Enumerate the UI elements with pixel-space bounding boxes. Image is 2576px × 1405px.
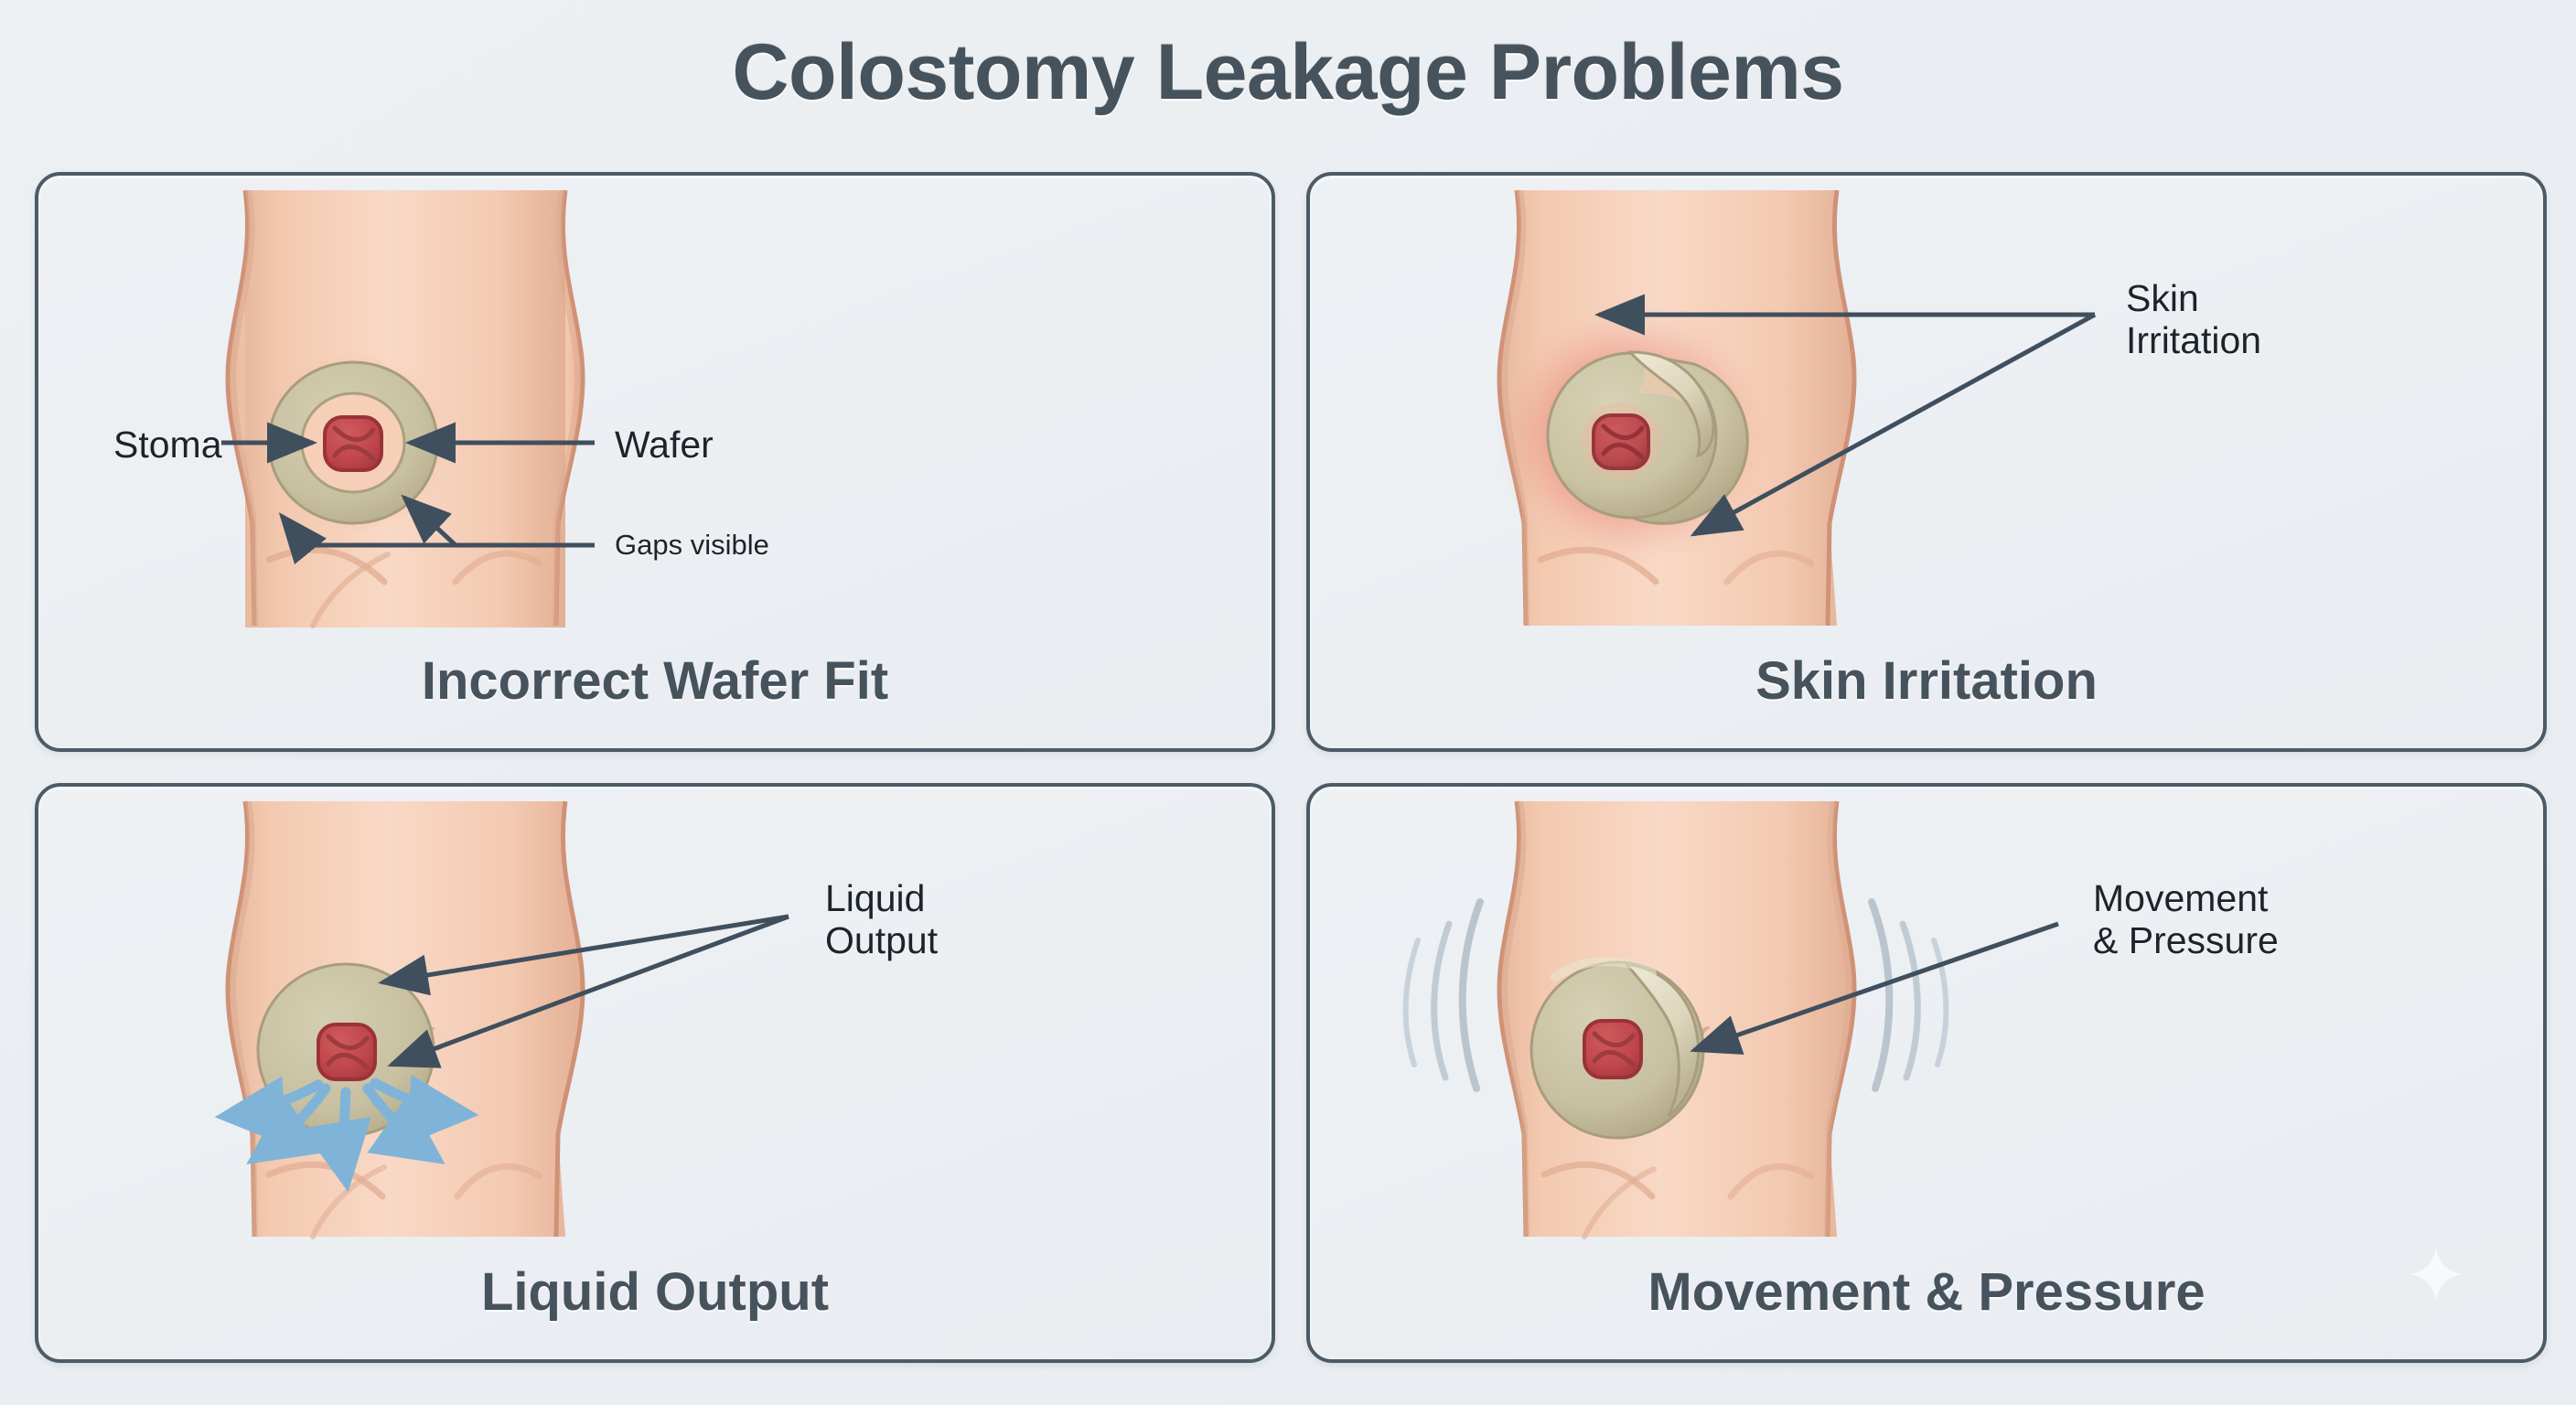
label-movement-pressure: Movement & Pressure [2093, 877, 2279, 961]
liquid-leak-arrows [214, 1074, 479, 1193]
arrow-gaps-left [278, 512, 327, 564]
arrow-irritation-lower [1690, 312, 2097, 537]
label-wafer: Wafer [615, 424, 714, 466]
wafer-shifted [1530, 956, 1705, 1140]
wafer-and-stoma [258, 351, 448, 534]
motion-line-left-2 [1431, 920, 1453, 1081]
leak-arrow-5 [370, 1074, 479, 1145]
illustration-liquid-output [214, 800, 789, 1239]
leak-arrow-3 [301, 1087, 371, 1193]
panel-incorrect-wafer-fit: Stoma Wafer Gaps visible Incorrect Wafer… [35, 172, 1275, 752]
label-skin-irritation: Skin Irritation [2126, 277, 2262, 361]
panel-skin-irritation: Skin Irritation Skin Irritation [1306, 172, 2547, 752]
arrow-liquid-lower [387, 914, 789, 1068]
arrow-gaps-right [401, 494, 457, 547]
callout-arrows [1594, 294, 2097, 537]
callout-arrows [378, 914, 789, 1068]
illustration-incorrect-wafer-fit [221, 189, 595, 628]
motion-line-right-3 [1931, 938, 1949, 1067]
callout-arrows [1690, 921, 2059, 1055]
label-stoma: Stoma [113, 424, 222, 466]
leak-arrow-4 [362, 1083, 445, 1164]
panel-caption-liquid-output: Liquid Output [480, 1262, 830, 1322]
wafer-peeling [1546, 350, 1749, 525]
label-gaps-visible: Gaps visible [615, 529, 769, 561]
illustration-skin-irritation [1495, 189, 2097, 627]
arrow-movement-pressure [1690, 921, 2059, 1055]
wafer-peeled-corner [1626, 350, 1715, 458]
wafer-lifted-edge [1623, 962, 1701, 1118]
motion-line-right-1 [1868, 898, 1894, 1092]
illustration-movement-pressure [1402, 800, 2059, 1239]
arrow-liquid-upper [378, 914, 789, 996]
leak-arrow-2 [246, 1083, 331, 1164]
label-liquid-output: Liquid Output [825, 877, 939, 961]
panel-liquid-output: Liquid Output Liquid Output [35, 783, 1275, 1363]
motion-line-left-1 [1458, 898, 1484, 1092]
panel-movement-pressure: Movement & Pressure Movement & Pressure [1306, 783, 2547, 1363]
motion-line-left-3 [1402, 938, 1421, 1067]
page-title: Colostomy Leakage Problems [732, 28, 1844, 116]
panel-caption-movement-pressure: Movement & Pressure [1648, 1262, 2206, 1322]
panel-caption-skin-irritation: Skin Irritation [1755, 651, 2098, 711]
motion-lines [1402, 898, 1949, 1092]
motion-line-right-2 [1899, 920, 1921, 1081]
panel-caption-incorrect-wafer-fit: Incorrect Wafer Fit [421, 651, 889, 711]
callout-arrows [221, 422, 595, 564]
